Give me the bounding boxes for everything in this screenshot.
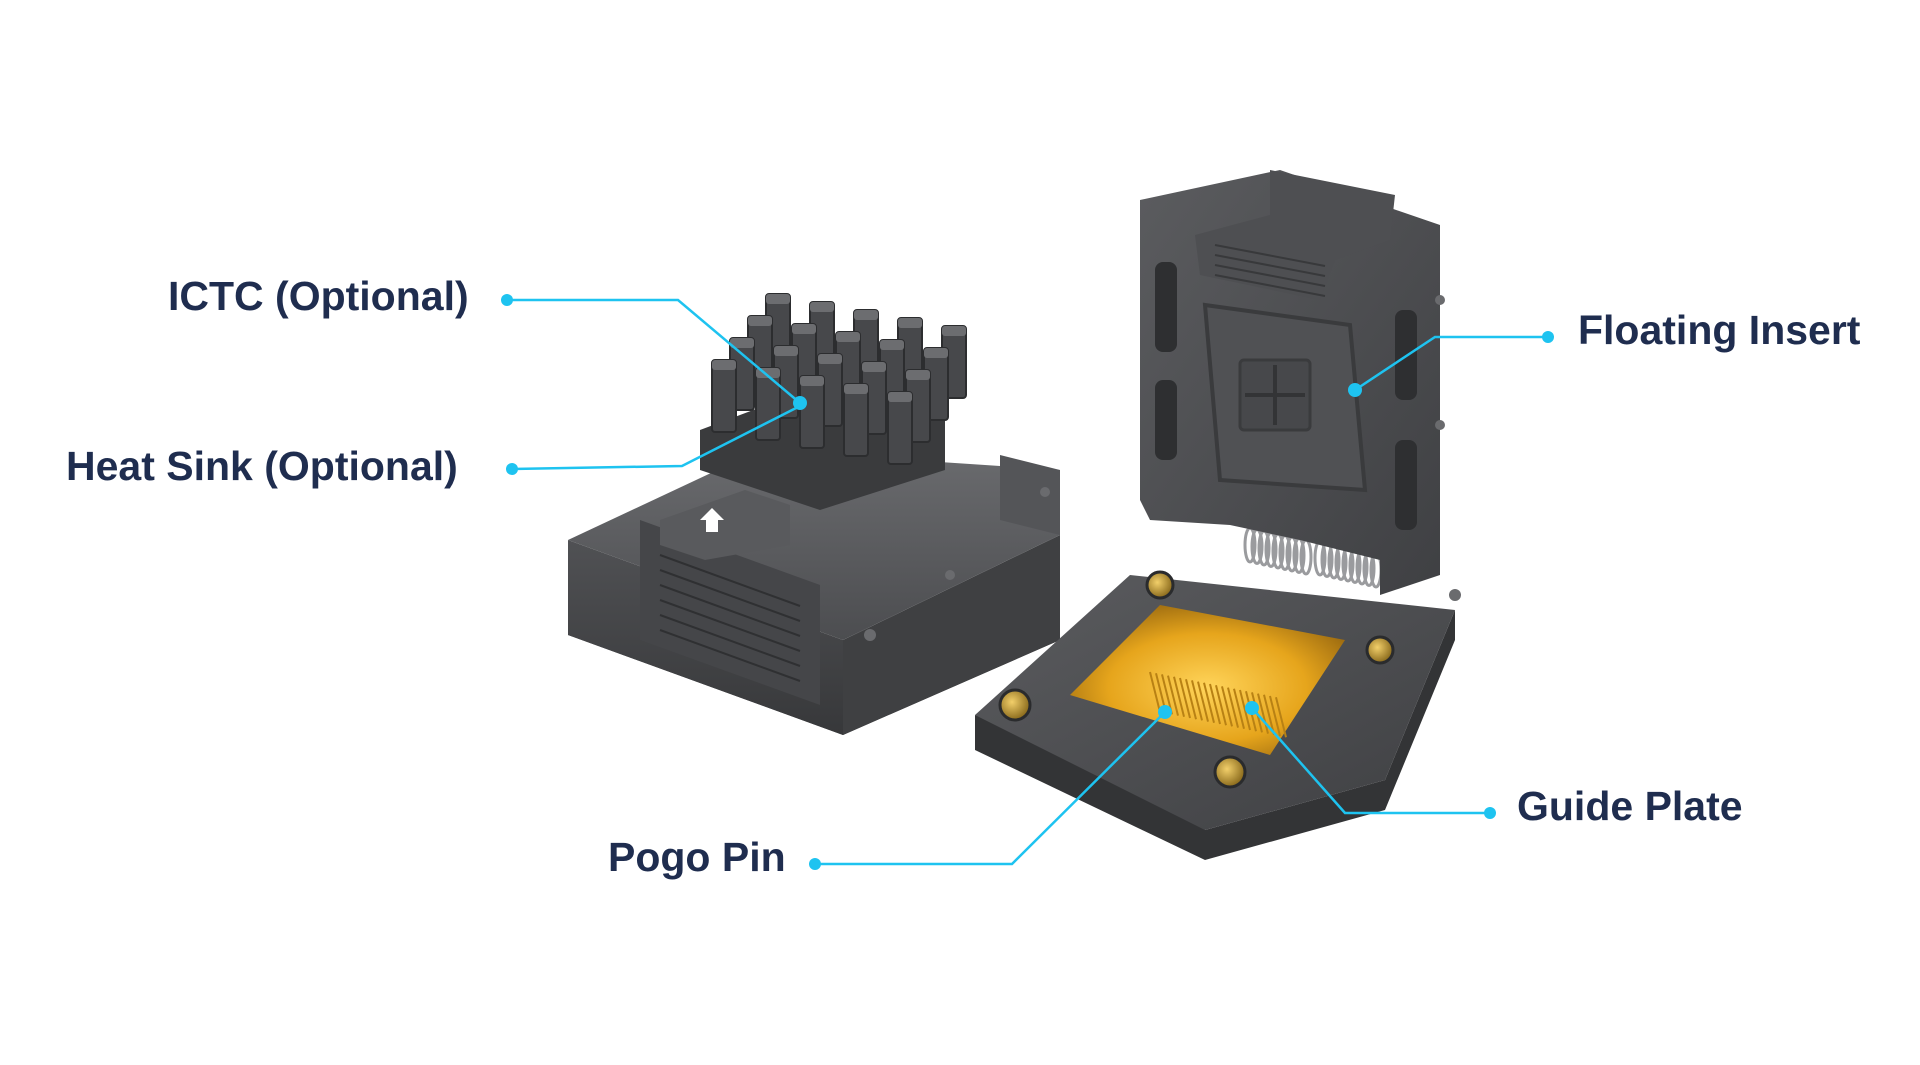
leader-line-pogo-pin: [815, 711, 1166, 866]
heat-sink-fin-top: [712, 360, 736, 370]
pogo-pin: [1167, 675, 1179, 716]
closed-socket: [568, 450, 1060, 735]
leader-line-heat-sink: [511, 404, 801, 471]
heat-sink: [700, 293, 967, 510]
closed-socket-top: [568, 450, 1060, 640]
leader-dots: [501, 294, 1554, 870]
leader-line-ictc: [507, 298, 801, 404]
heat-sink-fin-top: [766, 294, 790, 304]
label-ictc: ICTC (Optional): [168, 273, 469, 319]
brass-insert: [1213, 755, 1247, 789]
pogo-pin: [1185, 678, 1197, 720]
open-socket: [975, 170, 1461, 860]
leader-dot: [506, 463, 518, 475]
open-socket-base-side: [975, 610, 1455, 860]
closed-socket-front-block: [640, 520, 820, 705]
leader-dot: [501, 294, 513, 306]
pogo-pin: [1149, 671, 1161, 713]
pogo-pin: [1269, 695, 1281, 737]
closed-socket-hinge: [1000, 455, 1060, 535]
label-heat-sink: Heat Sink (Optional): [66, 443, 458, 489]
leader-dot: [809, 858, 821, 870]
pogo-pin: [1257, 693, 1269, 734]
heat-sink-fin-top: [730, 338, 754, 348]
label-guide-plate: Guide Plate: [1517, 783, 1743, 829]
leader-lines: [507, 298, 1548, 866]
cross-relief: [1238, 358, 1312, 432]
pogo-pin: [1263, 694, 1275, 736]
pogo-pin: [1209, 683, 1221, 725]
leader-dot: [1245, 701, 1259, 715]
leader-dot: [1484, 807, 1496, 819]
heat-sink-fin-top: [774, 346, 798, 356]
lid-slot: [1155, 262, 1177, 352]
heat-sink-fin-top: [810, 302, 834, 312]
heat-sink-fin: [755, 367, 781, 441]
heat-sink-fin-top: [862, 362, 886, 372]
closed-socket-right-face: [843, 535, 1060, 735]
leader-line-floating-insert: [1354, 335, 1548, 392]
pogo-pin: [1239, 689, 1251, 731]
heat-sink-fin: [799, 375, 825, 449]
pogo-pin: [1173, 676, 1185, 718]
heat-sink-fin-top: [898, 318, 922, 328]
heat-sink-fin-top: [906, 370, 930, 380]
brass-insert: [1145, 570, 1175, 600]
heat-sink-fin-top: [880, 340, 904, 350]
screw: [864, 629, 876, 641]
pogo-pin: [1233, 688, 1245, 730]
screw: [1435, 295, 1445, 305]
screw: [1040, 487, 1050, 497]
leader-dot: [1158, 705, 1172, 719]
heat-sink-fin-top: [836, 332, 860, 342]
heat-sink-fin: [843, 383, 869, 457]
heat-sink-fin-top: [854, 310, 878, 320]
latch-tab: [660, 490, 790, 560]
leader-dot: [793, 396, 807, 410]
pogo-pin: [1191, 680, 1203, 721]
heat-sink-fin-top: [924, 348, 948, 358]
lid-top-latch: [1195, 170, 1395, 300]
lid-slot: [1395, 440, 1417, 530]
leader-dot: [1542, 331, 1554, 343]
latch-grip-ridges: [659, 554, 801, 682]
heat-sink-fin-top: [888, 392, 912, 402]
lid-slot: [1155, 380, 1177, 460]
heat-sink-fin-top: [800, 376, 824, 386]
pogo-pin-field: [1149, 671, 1287, 738]
label-floating-insert: Floating Insert: [1578, 307, 1861, 353]
screw: [1435, 420, 1445, 430]
heat-sink-fin: [711, 359, 737, 433]
heat-sink-fin-top: [942, 326, 966, 336]
pogo-pin: [1227, 687, 1239, 728]
pogo-pin: [1203, 682, 1215, 724]
pogo-pin: [1197, 681, 1209, 722]
lid-latch-ridges: [1214, 244, 1326, 297]
heat-sink-fin-top: [818, 354, 842, 364]
spring-coil: [1299, 538, 1313, 576]
screw: [1449, 589, 1461, 601]
pogo-pin: [1221, 686, 1233, 727]
heat-sink-fin: [887, 391, 913, 465]
heat-sink-fin-top: [792, 324, 816, 334]
label-pogo-pin: Pogo Pin: [608, 834, 786, 880]
leader-dot: [1348, 383, 1362, 397]
heat-sink-fin-top: [748, 316, 772, 326]
heat-sink-fins: [711, 293, 967, 465]
pogo-pin: [1179, 677, 1191, 719]
brass-insert: [1365, 635, 1395, 665]
heat-sink-fin-top: [844, 384, 868, 394]
brass-insert: [998, 688, 1032, 722]
screw: [945, 570, 955, 580]
arrow-icon: [700, 508, 724, 532]
pogo-pin: [1215, 684, 1227, 726]
leader-line-guide-plate: [1251, 707, 1490, 815]
pogo-pin: [1275, 696, 1287, 738]
